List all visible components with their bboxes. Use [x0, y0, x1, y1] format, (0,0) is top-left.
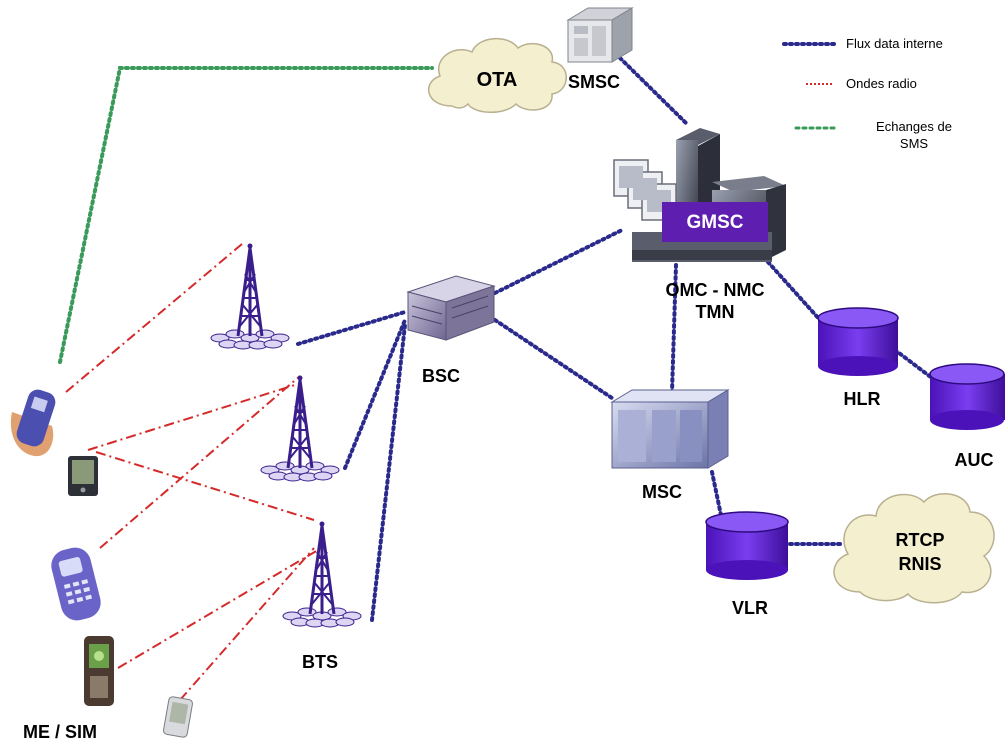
- pda-icon: [68, 456, 98, 496]
- link-hlr-auc: [893, 348, 934, 380]
- smsc-server-icon: [566, 7, 634, 63]
- vlr-database-icon: [705, 511, 789, 580]
- radio-phone3-bts3: [117, 549, 319, 669]
- link-bsc-msc: [493, 318, 614, 400]
- link-bts1-bsc: [296, 310, 407, 346]
- link-msc-vlr: [710, 470, 724, 522]
- hlr-database-icon: [817, 307, 899, 376]
- msc-server-icon: [610, 389, 730, 469]
- omc-label: OMC - NMC: [666, 280, 765, 300]
- hlr-label: HLR: [844, 389, 881, 409]
- radio-pda2-bts3: [179, 547, 315, 701]
- bsc-label: BSC: [422, 366, 460, 386]
- bts-tower-2-icon: [259, 374, 341, 483]
- mobile-phone-in-hand-icon: [10, 389, 56, 457]
- vlr-label: VLR: [732, 598, 768, 618]
- link-bsc-gmsc: [493, 228, 624, 295]
- bsc-equipment-icon: [406, 275, 496, 341]
- link-gmsc-msc: [670, 263, 678, 394]
- link-smsc-gmsc: [618, 56, 690, 127]
- radio-pda1-bts2: [87, 383, 299, 451]
- msc-label: MSC: [642, 482, 682, 502]
- legend: Flux data interne Ondes radio Echanges d…: [782, 36, 952, 151]
- radio-wave-links: [65, 243, 319, 701]
- smsc-label: SMSC: [568, 72, 620, 92]
- radio-phone1-bts1: [65, 243, 243, 393]
- bar-phone-icon: [84, 636, 114, 706]
- tmn-label: TMN: [696, 302, 735, 322]
- link-bts2-bsc: [343, 318, 407, 470]
- radio-pda1-bts3: [95, 451, 315, 521]
- me-sim-label: ME / SIM: [23, 722, 97, 742]
- radio-phone2-bts2: [99, 375, 301, 549]
- link-bts3-bsc: [370, 323, 407, 622]
- sms-exchange-link: [58, 66, 434, 364]
- flip-phone-icon: [51, 547, 101, 621]
- bts-label: BTS: [302, 652, 338, 672]
- rnis-label: RNIS: [898, 554, 941, 574]
- internal-data-links: [296, 56, 934, 622]
- gmsc-label: GMSC: [687, 212, 744, 233]
- ota-label: OTA: [477, 69, 518, 91]
- auc-label: AUC: [955, 450, 994, 470]
- legend-sms-exchange-label-line1: Echanges de: [876, 119, 952, 134]
- legend-sms-exchange-label-line2: SMS: [900, 136, 929, 151]
- auc-database-icon: [929, 363, 1005, 430]
- link-gmsc-hlr: [766, 260, 822, 322]
- legend-internal-data-label: Flux data interne: [846, 36, 943, 51]
- bts-tower-3-icon: [281, 520, 363, 629]
- gmsc-badge: [662, 202, 768, 242]
- ota-cloud: OTA: [427, 37, 567, 113]
- palm-pda-icon: [163, 696, 193, 738]
- legend-radio-waves-label: Ondes radio: [846, 76, 917, 91]
- rtcp-cloud: RTCP RNIS: [833, 493, 995, 604]
- rtcp-label: RTCP: [896, 530, 945, 550]
